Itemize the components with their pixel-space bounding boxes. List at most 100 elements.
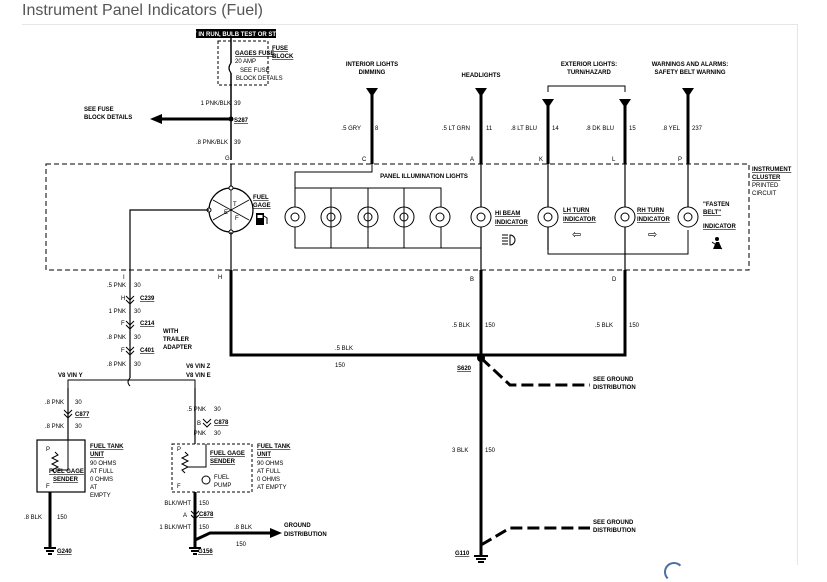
rh-turn-filament	[620, 212, 630, 222]
pin-h-c239: H	[121, 296, 125, 302]
right-sender-resistor	[180, 451, 190, 474]
right-pump-1: FUEL	[214, 475, 230, 481]
sender-w4n: 30	[134, 362, 141, 368]
panel-dimming-wire	[294, 164, 373, 188]
lh-turn-label-2: INDICATOR	[563, 217, 596, 223]
sender-w2: 1 PNK	[109, 309, 126, 315]
connector-c877-symbol	[63, 409, 73, 419]
right-bw3: .8 BLK	[234, 525, 252, 531]
circuit-wire-num: 11	[486, 126, 493, 132]
circuit-subtitle: DIMMING	[359, 70, 386, 76]
hi-beam-bulb	[470, 206, 492, 228]
splice-dot	[228, 116, 234, 122]
indicator-ground-bus	[547, 230, 689, 255]
belt-bulb	[677, 206, 699, 228]
pin-h: H	[218, 275, 222, 281]
splice-s620: S620	[457, 366, 472, 372]
circuit-arrow-lh	[542, 99, 554, 108]
fuel-pump-symbol	[201, 475, 211, 485]
fuse-note-2: BLOCK DETAILS	[236, 76, 283, 82]
belt-label-2: BELT"	[703, 210, 721, 216]
trailer-label: TRAILER	[163, 337, 190, 343]
cluster-label-1: INSTRUMENT	[752, 167, 792, 173]
cluster-label-3: PRINTED	[752, 183, 779, 189]
gage-coils	[212, 190, 250, 230]
hot-in-run-label: HOT IN RUN, BULB TEST OR START	[184, 32, 288, 38]
connector-c877: C877	[75, 412, 90, 418]
v8-vin-y-label: V8 VIN Y	[58, 373, 83, 379]
page-title: Instrument Panel Indicators (Fuel)	[22, 2, 263, 19]
right-pin-f: F	[177, 484, 181, 490]
circuit-arrow	[475, 88, 487, 97]
circuit-pin: C	[362, 157, 367, 163]
see-ground-4: DISTRIBUTION	[593, 528, 636, 534]
gage-letter-f: F	[235, 216, 239, 222]
pin-d: D	[612, 277, 617, 283]
right-bw3n: 150	[236, 542, 247, 548]
see-fuse-label-2: BLOCK DETAILS	[84, 115, 132, 121]
fuse-note-1: SEE FUSE	[240, 68, 270, 74]
connector-c878-symbol	[202, 418, 212, 428]
turn-bracket	[547, 85, 626, 92]
gage-node-top	[228, 185, 234, 191]
circuit-wire-label: .8 YEL	[662, 126, 681, 132]
left-ground-num: 150	[57, 515, 68, 521]
seatbelt-icon	[711, 237, 723, 250]
ground-g240: G240	[57, 549, 72, 555]
fuse-block-label-2: BLOCK	[272, 54, 294, 60]
circuit-arrow-rh	[619, 99, 631, 108]
gage-letter-e: E	[224, 210, 228, 216]
right-ground-dist-1: GROUND	[284, 523, 311, 529]
circuit-wire-num: 14	[552, 126, 559, 132]
left-fuel-tank-unit	[36, 439, 86, 493]
left-unit-3: 90 OHMS	[90, 461, 116, 467]
circuit-turn-hazard: EXTERIOR LIGHTS: TURN/HAZARD .8 LT BLU 1…	[511, 62, 636, 164]
left-unit-2: UNIT	[90, 452, 104, 458]
left-ground-label: .8 BLK	[24, 515, 42, 521]
pin-i: I	[123, 275, 125, 281]
right-unit-1: FUEL TANK	[257, 444, 291, 450]
right-bwn: 150	[199, 501, 210, 507]
left-unit-5: 0 OHMS	[90, 477, 113, 483]
v6-vin-z-label: V6 VIN Z	[186, 364, 211, 370]
main-ground-num: 150	[485, 448, 496, 454]
hi-beam-icon	[502, 234, 516, 246]
left-sender-2: SENDER	[53, 477, 79, 483]
left-pin-f: F	[46, 484, 50, 490]
right-fuel-tank-unit	[171, 443, 253, 493]
connector-c214: C214	[140, 321, 155, 327]
circuit-arrow	[366, 88, 378, 97]
feed-wire-bot: .8 PNK/BLK	[196, 140, 228, 146]
right-tank-w2: PNK	[194, 431, 206, 437]
cluster-ground-wire-d	[481, 270, 627, 357]
instrument-cluster-box	[45, 163, 750, 271]
circuit-pin: P	[678, 157, 682, 163]
ground-wire-d-label: .5 BLK	[595, 323, 613, 329]
rh-turn-label-1: RH TURN	[637, 208, 664, 214]
circuit-interior-dimming: INTERIOR LIGHTS DIMMING .5 GRY 8 C	[341, 62, 398, 164]
right-ground-dist-wire	[194, 531, 272, 542]
see-ground-dist-wire-2	[480, 526, 590, 547]
panel-lights-label: PANEL ILLUMINATION LIGHTS	[380, 174, 468, 180]
gage-letter-t: T	[233, 202, 237, 208]
fuse-rating: 20 AMP	[235, 59, 256, 65]
left-sender-resistor	[50, 451, 60, 474]
right-bw: BLK/WHT	[164, 501, 191, 507]
ground-g110: G110	[455, 551, 470, 557]
feed-wire-top: 1 PNK/BLK	[201, 101, 231, 107]
pin-f-c401: F	[121, 348, 125, 354]
ground-g110-symbol	[474, 555, 488, 563]
circuit-subtitle: SAFETY BELT WARNING	[654, 70, 725, 76]
see-ground-3: SEE GROUND	[593, 520, 634, 526]
circuit-belt-warning: WARNINGS AND ALARMS: SAFETY BELT WARNING…	[652, 62, 728, 164]
sender-branch-break	[127, 377, 131, 387]
left-unit-4: AT FULL	[90, 469, 114, 475]
right-unit-3: 90 OHMS	[257, 461, 283, 467]
connector-c239: C239	[140, 296, 155, 302]
see-fuse-label-1: SEE FUSE	[84, 107, 114, 113]
left-pin-p: P	[46, 447, 50, 453]
circuit-title: HEADLIGHTS	[462, 73, 501, 79]
circuit-arrow	[682, 88, 694, 97]
left-unit-1: FUEL TANK	[90, 444, 124, 450]
